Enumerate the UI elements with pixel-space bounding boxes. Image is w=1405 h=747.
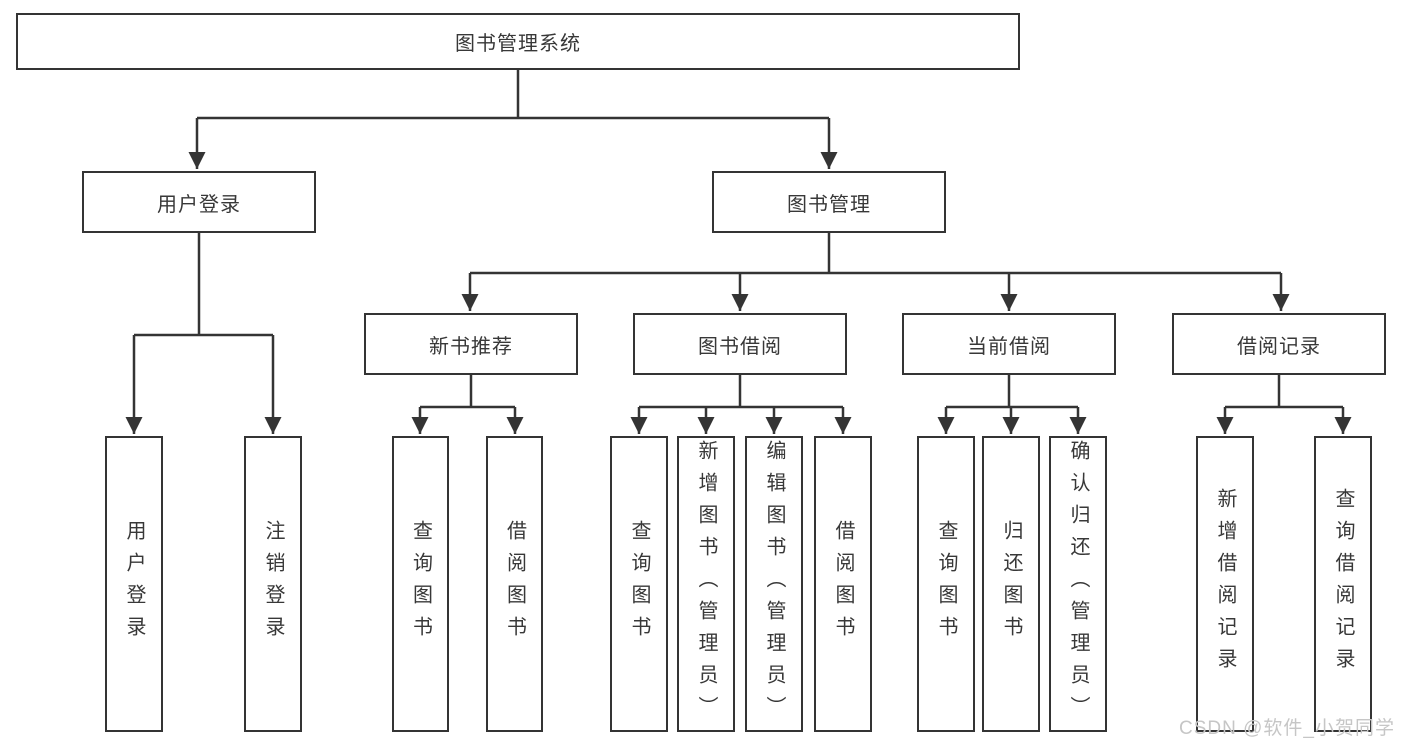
connector-root-to-level2 bbox=[188, 70, 838, 169]
node-label: 借阅图书 bbox=[832, 520, 854, 648]
node-confirm-return-admin: 确认归还（管理员） bbox=[1049, 436, 1107, 732]
csdn-watermark: CSDN @软件_小贺同学 bbox=[1179, 718, 1395, 739]
node-borrowing-records: 借阅记录 bbox=[1172, 313, 1386, 375]
node-label: 用户登录 bbox=[123, 520, 145, 648]
node-label: 归还图书 bbox=[1000, 520, 1022, 648]
node-new-book-recommendation: 新书推荐 bbox=[364, 313, 578, 375]
node-query-books-recommend: 查询图书 bbox=[392, 436, 449, 732]
node-return-books: 归还图书 bbox=[982, 436, 1040, 732]
node-library-management-system: 图书管理系统 bbox=[16, 13, 1020, 70]
connector-current-borrowing-children bbox=[937, 375, 1087, 434]
connector-new-book-children bbox=[411, 375, 524, 434]
node-label: 确认归还（管理员） bbox=[1067, 440, 1089, 728]
node-query-books-borrowing: 查询图书 bbox=[610, 436, 668, 732]
node-label: 新增借阅记录 bbox=[1214, 488, 1236, 680]
node-user-login: 用户登录 bbox=[82, 171, 316, 233]
node-query-books-current: 查询图书 bbox=[917, 436, 975, 732]
node-label: 注销登录 bbox=[262, 520, 284, 648]
node-logout-action: 注销登录 bbox=[244, 436, 302, 732]
node-label: 图书管理 bbox=[787, 193, 871, 216]
node-book-management: 图书管理 bbox=[712, 171, 946, 233]
node-label: 查询借阅记录 bbox=[1332, 488, 1354, 680]
node-label: 图书借阅 bbox=[698, 335, 782, 358]
node-query-borrow-record: 查询借阅记录 bbox=[1314, 436, 1372, 732]
node-add-books-admin: 新增图书（管理员） bbox=[677, 436, 735, 732]
node-add-borrow-record: 新增借阅记录 bbox=[1196, 436, 1254, 732]
node-label: 图书管理系统 bbox=[455, 33, 581, 55]
node-label: 当前借阅 bbox=[967, 335, 1051, 358]
node-borrow-books-recommend: 借阅图书 bbox=[486, 436, 543, 732]
node-label: 查询图书 bbox=[935, 520, 957, 648]
node-label: 借阅记录 bbox=[1237, 335, 1321, 358]
node-book-borrowing: 图书借阅 bbox=[633, 313, 847, 375]
connector-borrowing-records-children bbox=[1216, 375, 1352, 434]
node-user-login-action: 用户登录 bbox=[105, 436, 163, 732]
node-label: 查询图书 bbox=[628, 520, 650, 648]
connector-user-login-children bbox=[125, 233, 282, 434]
node-label: 查询图书 bbox=[409, 520, 432, 648]
node-label: 用户登录 bbox=[157, 193, 241, 216]
connector-book-management-children bbox=[461, 233, 1290, 311]
node-label: 新书推荐 bbox=[429, 335, 513, 358]
node-borrow-books-borrowing: 借阅图书 bbox=[814, 436, 872, 732]
node-current-borrowing: 当前借阅 bbox=[902, 313, 1116, 375]
node-label: 新增图书（管理员） bbox=[695, 440, 717, 728]
node-label: 借阅图书 bbox=[503, 520, 526, 648]
node-edit-books-admin: 编辑图书（管理员） bbox=[745, 436, 803, 732]
connector-book-borrowing-children bbox=[630, 375, 852, 434]
node-label: 编辑图书（管理员） bbox=[763, 440, 785, 728]
